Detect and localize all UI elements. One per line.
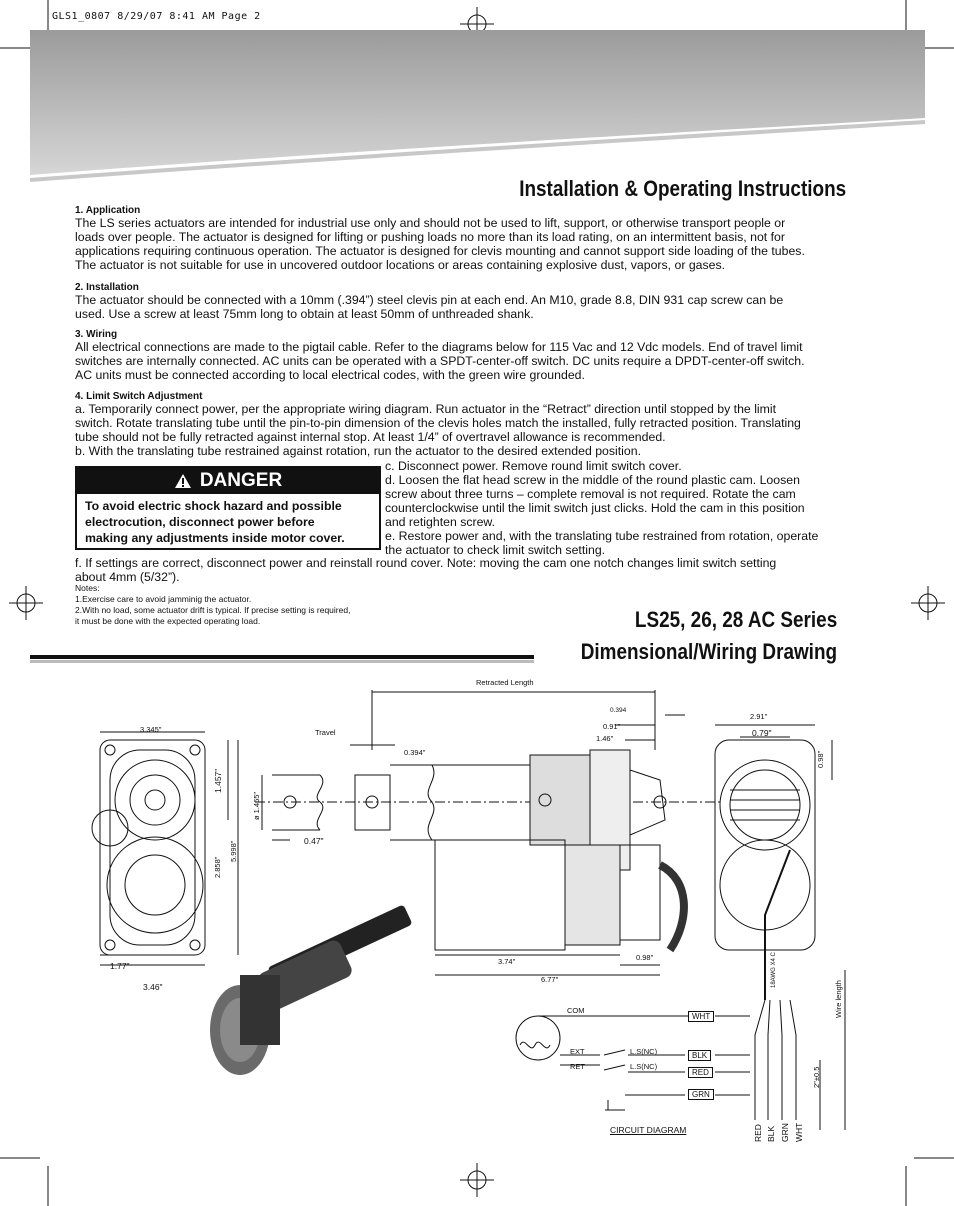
body-line: a. Temporarily connect power, per the ap… [75,402,777,416]
label-5-998: 5.998" [229,840,238,862]
body-line: All electrical connections are made to t… [75,340,803,354]
label-6-77: 6.77" [541,975,559,984]
file-slug: GLS1_0807 8/29/07 8:41 AM Page 2 [52,11,261,22]
label-1-46: 1.46" [596,734,614,743]
wire-tag-blk: BLK [688,1050,712,1061]
note-line: 2.With no load, some actuator drift is t… [75,605,351,615]
section-heading: 1. Application [75,205,141,216]
note-line: 1.Exercise care to avoid jamminig the ac… [75,594,252,604]
actuator-photo [210,905,412,1075]
body-line: counterclockwise until the limit switch … [385,501,805,515]
notes: Notes: 1.Exercise care to avoid jamminig… [75,583,415,627]
body-line: c. Disconnect power. Remove round limit … [385,459,682,473]
label-awg: 18AWG X4 C [771,952,777,988]
section-application: 1. Application The LS series actuators a… [75,205,850,282]
body-line: AC units must be connected according to … [75,368,585,382]
body-line: The actuator should be connected with a … [75,293,784,307]
danger-line: To avoid electric shock hazard and possi… [85,499,342,513]
lead-wht: WHT [794,1122,804,1142]
label-0-47: 0.47" [304,836,324,846]
section-heading: 2. Installation [75,282,139,293]
title-rule [30,655,534,659]
body-line: screw about three turns – complete remov… [385,487,796,501]
label-1-457: 1.457" [213,768,223,793]
label-3-345: 3.345" [140,725,162,734]
limit-switch-steps: c. Disconnect power. Remove round limit … [385,459,855,557]
label-0-91: 0.91" [603,722,621,731]
label-0-98-bottom: 0.98" [636,953,654,962]
label-retracted-length: Retracted Length [476,678,534,687]
danger-box: DANGER To avoid electric shock hazard an… [75,466,381,550]
label-dia-top: 0.394 [610,707,627,714]
section-heading: 3. Wiring [75,329,118,340]
label-2-91: 2.91" [750,712,768,721]
body-line: b. With the translating tube restrained … [75,444,642,458]
drawing-title-1: LS25, 26, 28 AC Series [634,607,837,632]
body-line: The LS series actuators are intended for… [75,216,786,230]
wire-tag-red: RED [688,1067,713,1078]
header-banner [30,30,925,182]
circuit-caption: CIRCUIT DIAGRAM [610,1125,687,1135]
label-0-98-right: 0.98" [816,750,825,768]
body-line: the actuator to check limit switch setti… [385,543,606,557]
wire-tag-grn: GRN [688,1089,714,1100]
lead-grn: GRN [780,1123,790,1142]
warning-triangle-icon [174,474,191,488]
step-f: f. If settings are correct, disconnect p… [75,556,855,584]
body-line: switch. Rotate translating tube until th… [75,416,801,430]
lead-red: RED [753,1124,763,1142]
label-1-465: ø 1.465" [252,791,261,820]
note-line: it must be done with the expected operat… [75,616,261,626]
section-installation: 2. Installation The actuator should be c… [75,282,850,329]
label-0-79: 0.79" [752,728,772,738]
label-1-77: 1.77" [110,961,130,971]
body-line: tube should not be fully retracted again… [75,430,666,444]
instructions-body: 1. Application The LS series actuators a… [75,205,850,458]
label-pin-diameter: 0.394" [404,748,426,757]
body-line: used. Use a screw at least 75mm long to … [75,307,534,321]
danger-heading: DANGER [199,470,283,491]
section-limit-switch: 4. Limit Switch Adjustment a. Temporaril… [75,391,850,458]
notes-heading: Notes: [75,583,100,593]
body-line: f. If settings are correct, disconnect p… [75,556,777,570]
body-line: loads over people. The actuator is desig… [75,230,785,244]
body-line: about 4mm (5/32”). [75,570,180,584]
danger-line: electrocution, disconnect power before [85,515,315,529]
wire-tag-wht: WHT [688,1011,715,1022]
section-heading: 4. Limit Switch Adjustment [75,391,203,402]
label-ls-nc-1: L.S(NC) [630,1047,658,1056]
body-line: The actuator is not suitable for use in … [75,258,726,272]
label-3-74: 3.74" [498,957,516,966]
danger-header: DANGER [77,468,379,494]
danger-line: making any adjustments inside motor cove… [85,531,345,545]
drawing-title-2: Dimensional/Wiring Drawing [580,639,837,664]
lead-blk: BLK [766,1125,776,1142]
body-line: applications requiring continuous operat… [75,244,805,258]
section-wiring: 3. Wiring All electrical connections are… [75,329,850,391]
label-ret: RET [570,1062,585,1071]
body-line: d. Loosen the flat head screw in the mid… [385,473,800,487]
label-3-46: 3.46" [143,982,163,992]
body-line: switches are internally connected. AC un… [75,354,805,368]
label-travel: Travel [315,728,336,737]
label-ls-nc-2: L.S(NC) [630,1062,658,1071]
danger-message: To avoid electric shock hazard and possi… [77,494,379,550]
body-line: and retighten screw. [385,515,496,529]
dimensional-drawing [91,690,846,1130]
label-ext: EXT [570,1047,585,1056]
label-wire-length: Wire length [834,980,843,1018]
title-rule-shadow [30,660,534,663]
body-line: e. Restore power and, with the translati… [385,529,819,543]
label-com: COM [567,1006,585,1015]
page-title: Installation & Operating Instructions [519,176,846,201]
label-strip-length: 2"±0.5 [812,1066,821,1088]
label-2-858: 2.858" [213,856,222,878]
